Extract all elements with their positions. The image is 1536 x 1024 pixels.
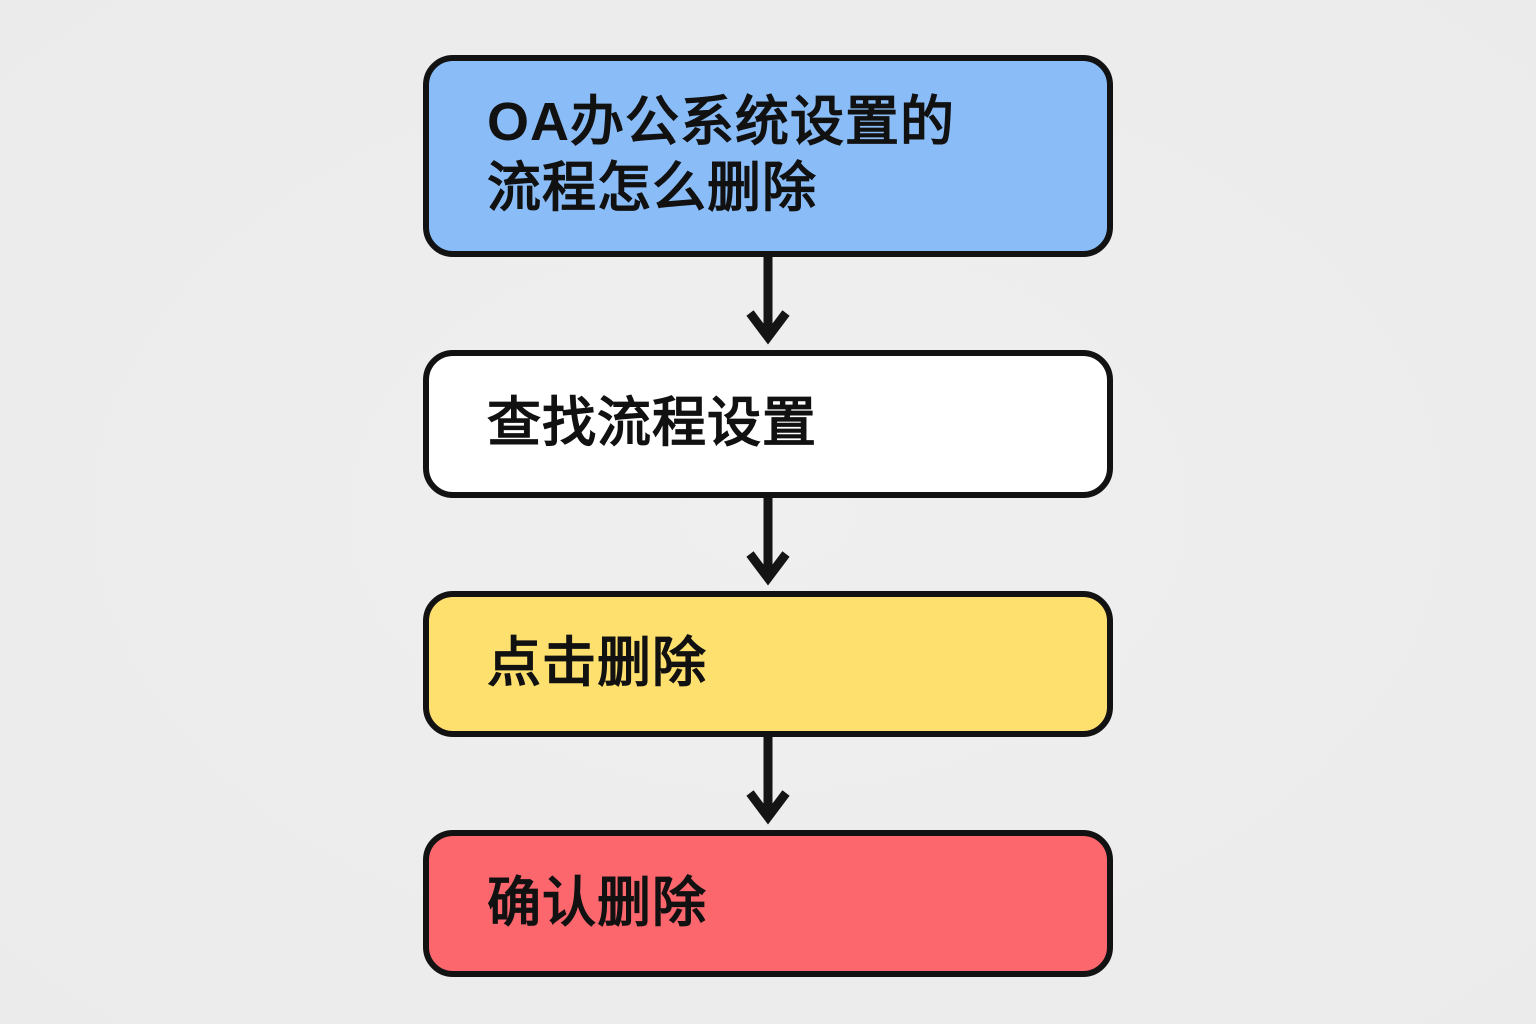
flow-node-find-process-settings: 查找流程设置 <box>423 350 1113 498</box>
flow-node-question-label: OA办公系统设置的 流程怎么删除 <box>487 92 955 218</box>
flow-node-question: OA办公系统设置的 流程怎么删除 <box>423 55 1113 257</box>
flow-node-find-process-settings-label: 查找流程设置 <box>487 393 817 454</box>
arrow-down-icon <box>746 257 790 345</box>
flow-node-click-delete-label: 点击删除 <box>487 633 707 694</box>
arrow-down-icon <box>746 498 790 586</box>
arrow-down-icon <box>746 737 790 825</box>
flow-node-click-delete: 点击删除 <box>423 591 1113 737</box>
flow-node-confirm-delete-label: 确认删除 <box>487 872 707 933</box>
flow-node-confirm-delete: 确认删除 <box>423 830 1113 977</box>
flowchart: OA办公系统设置的 流程怎么删除 查找流程设置 点击删除 确认删除 <box>423 55 1113 977</box>
